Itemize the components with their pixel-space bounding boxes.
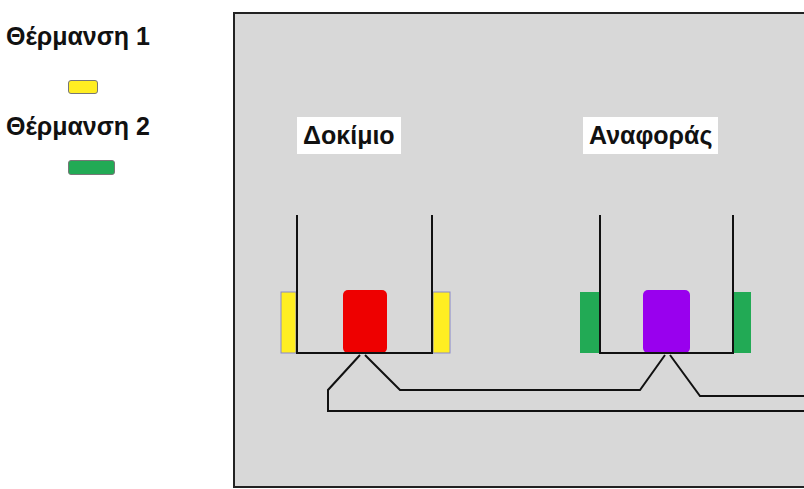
- panel: [234, 13, 804, 487]
- wire: [670, 355, 804, 396]
- crucible-label: Δοκίμιο: [297, 117, 401, 154]
- wire: [328, 355, 804, 411]
- crucible-holder: Αναφοράς: [575, 117, 755, 355]
- sample-crucible: [281, 215, 450, 353]
- legend-text: Θέρμανση 1: [6, 22, 150, 51]
- legend-text: Θέρμανση 2: [6, 112, 150, 141]
- crucible-label: Αναφοράς: [583, 117, 718, 154]
- reference-crucible: [580, 215, 751, 353]
- legend-swatch: [68, 160, 115, 175]
- thermocouple-wire: [365, 355, 665, 390]
- crucible-holder: Δοκίμιο: [275, 117, 455, 355]
- legend-swatch: [68, 80, 98, 94]
